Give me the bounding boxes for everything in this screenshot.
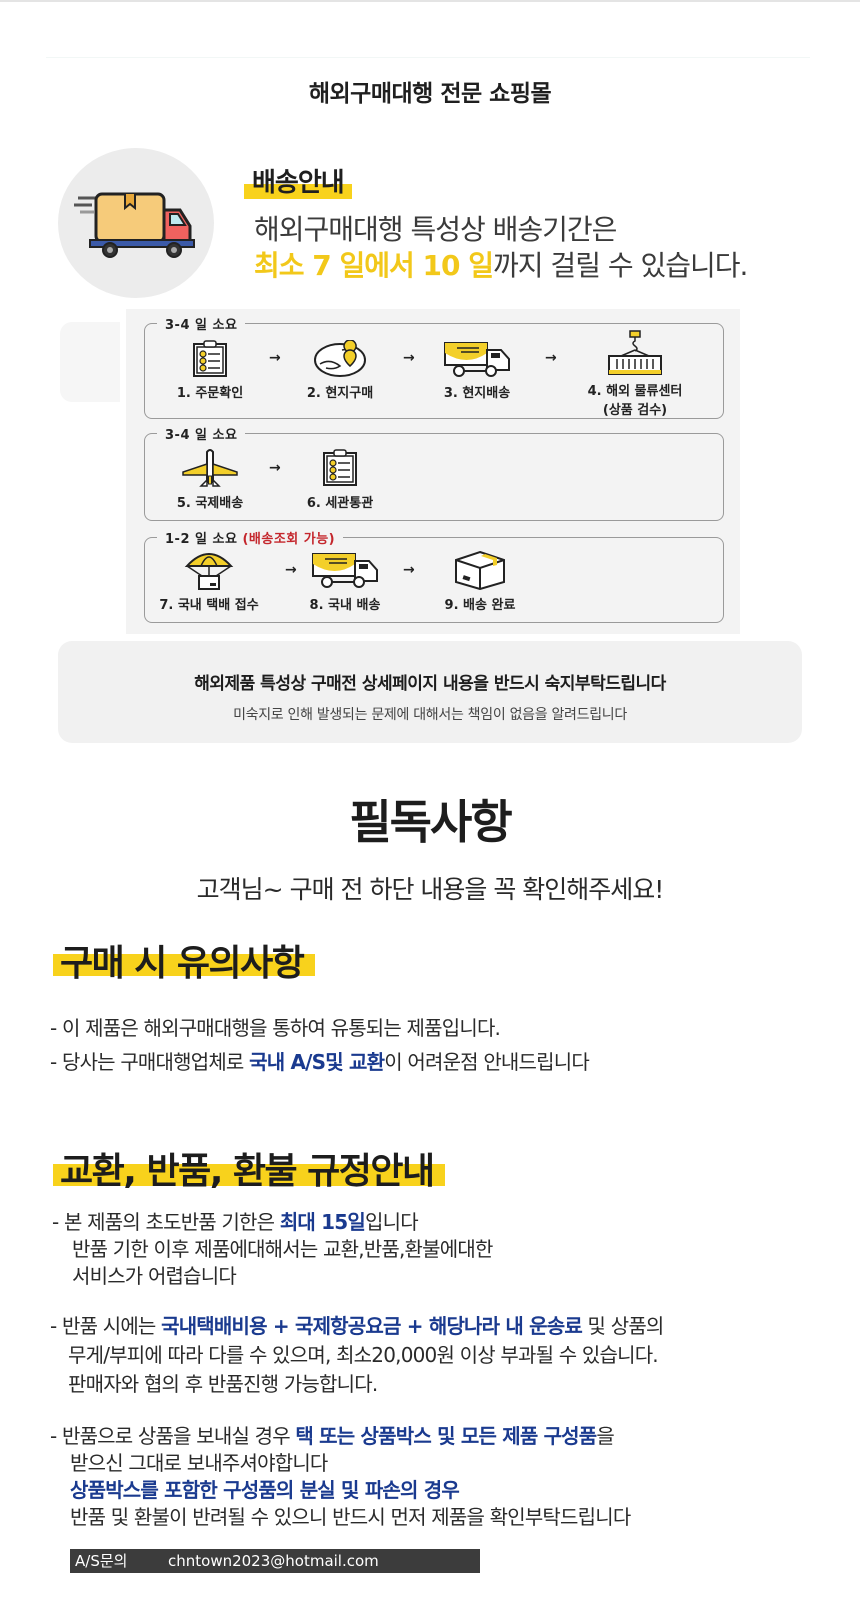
arrow-icon: → (403, 562, 415, 578)
step-domestic-courier-receipt: 7. 국내 택배 접수 (149, 550, 269, 613)
step-delivery-complete: 9. 배송 완료 (425, 550, 535, 613)
step-label: 1. 주문확인 (176, 386, 244, 401)
top-divider (0, 0, 860, 2)
return-policy-p1-line3: 서비스가 어렵습니다 (72, 1264, 237, 1288)
return-policy-p2-line1: - 반품 시에는 국내택배비용 + 국제항공요금 + 해당나라 내 운송료 및 … (50, 1310, 664, 1339)
arrow-icon: → (403, 350, 415, 366)
arrow-icon: → (285, 562, 297, 578)
text: 및 상품의 (582, 1314, 665, 1338)
section-highlight (53, 1164, 445, 1186)
step-domestic-shipping: 8. 국내 배송 (295, 550, 395, 613)
text: 을 (596, 1424, 614, 1448)
return-policy-p2-line2: 무게/부피에 따라 다를 수 있으며, 최소20,000원 이상 부과될 수 있… (68, 1343, 659, 1367)
text: - 본 제품의 초도반품 기한은 (52, 1210, 280, 1234)
delivery-heading: 배송안내 (252, 168, 345, 198)
step-label: 6. 세관통관 (306, 496, 374, 511)
delivery-description-line2: 최소 7 일에서 10 일까지 걸릴 수 있습니다. (254, 244, 748, 284)
truck-icon (444, 342, 510, 377)
step-label: 4. 해외 물류센터 (587, 384, 683, 399)
emphasis-text: 국내 A/S및 교환 (249, 1050, 385, 1074)
package-box-icon (455, 550, 505, 590)
stage-duration-text: 1-2 일 소요 (165, 532, 238, 547)
return-policy-p3-line1: - 반품으로 상품을 보내실 경우 택 또는 상품박스 및 모든 제품 구성품을 (50, 1420, 615, 1449)
purchase-note-1: - 이 제품은 해외구매대행을 통하여 유통되는 제품입니다. (50, 1016, 501, 1040)
globe-location-pin-icon (314, 340, 366, 377)
must-read-subtitle: 고객님~ 구매 전 하단 내용을 꼭 확인해주세요! (196, 875, 665, 904)
clipboard-checklist-icon (323, 449, 357, 486)
step-label: 2. 현지구매 (306, 386, 374, 401)
step-order-confirm: 1. 주문확인 (165, 340, 255, 401)
delivery-period-highlight: 최소 7 일에서 10 일 (254, 249, 494, 282)
step-international-shipping: 5. 국제배송 (165, 448, 255, 511)
text: - 반품 시에는 (50, 1314, 162, 1338)
step-label: 8. 국내 배송 (309, 598, 381, 613)
return-policy-p3-line3: 상품박스를 포함한 구성품의 분실 및 파손의 경우 (70, 1478, 460, 1502)
step-label: 5. 국제배송 (176, 496, 244, 511)
notice-sub-text: 미숙지로 인해 발생되는 문제에 대해서는 책임이 없음을 알려드립니다 (233, 707, 627, 723)
text: 입니다 (365, 1210, 419, 1234)
parachute-package-icon (184, 553, 234, 590)
stage-duration-label: 3-4 일 소요 (157, 314, 246, 333)
step-label: 3. 현지배송 (443, 386, 511, 401)
return-policy-p3-line2: 받으신 그대로 보내주셔야합니다 (70, 1451, 328, 1475)
must-read-title: 필독사항 (349, 795, 512, 849)
purchase-notes-title: 구매 시 유의사항 (60, 943, 305, 984)
delivery-description-line1: 해외구매대행 특성상 배송기간은 (254, 213, 617, 246)
step-customs-clearance: 6. 세관통관 (295, 448, 385, 511)
notice-main-text: 해외제품 특성상 구매전 상세페이지 내용을 반드시 숙지부탁드립니다 (194, 674, 666, 694)
step-overseas-logistics-center: 4. 해외 물류센터 (상품 검수) (565, 330, 705, 418)
emphasis-text: 국내택배비용 + 국제항공요금 + 해당나라 내 운송료 (161, 1314, 583, 1338)
decorative-panel (60, 322, 120, 402)
heading-highlight (244, 184, 352, 199)
step-sublabel: (상품 검수) (602, 403, 668, 418)
arrow-icon: → (269, 350, 281, 366)
clipboard-checklist-icon (193, 340, 227, 377)
step-local-shipping: 3. 현지배송 (427, 340, 527, 401)
stage-duration-label: 3-4 일 소요 (157, 424, 246, 443)
notice-box: 해외제품 특성상 구매전 상세페이지 내용을 반드시 숙지부탁드립니다 미숙지로… (58, 641, 802, 743)
arrow-icon: → (269, 460, 281, 476)
airplane-icon (182, 449, 238, 487)
shop-title: 해외구매대행 전문 쇼핑몰 (308, 81, 552, 107)
process-stage-1: 3-4 일 소요 1. 주문확인 → (144, 314, 724, 419)
return-policy-title: 교환, 반품, 환불 규정안내 (60, 1151, 435, 1192)
text: - 당사는 구매대행업체로 (50, 1050, 250, 1074)
return-policy-p1-line1: - 본 제품의 초도반품 기한은 최대 15일입니다 (52, 1206, 419, 1235)
as-contact-label: A/S문의 (75, 1552, 128, 1570)
text: - 반품으로 상품을 보내실 경우 (50, 1424, 296, 1448)
step-label: 9. 배송 완료 (444, 598, 516, 613)
tracking-available-note: (배송조회 가능) (242, 532, 336, 547)
truck-icon (312, 553, 378, 588)
shipping-process-panel: 3-4 일 소요 1. 주문확인 → (126, 309, 740, 634)
step-label: 7. 국내 택배 접수 (159, 598, 259, 613)
return-policy-p1-line2: 반품 기한 이후 제품에대해서는 교환,반품,환불에대한 (72, 1237, 493, 1261)
return-policy-p3-line4: 반품 및 환불이 반려될 수 있으니 반드시 먼저 제품을 확인부탁드립니다 (70, 1505, 631, 1529)
process-stage-2: 3-4 일 소요 5. 국제배송 → (144, 424, 724, 521)
emphasis-text: 최대 15일 (279, 1210, 366, 1234)
as-contact-bar: A/S문의 chntown2023@hotmail.com (70, 1549, 480, 1573)
as-contact-email[interactable]: chntown2023@hotmail.com (168, 1552, 379, 1570)
header-divider (46, 57, 810, 58)
delivery-truck-icon (74, 192, 195, 258)
emphasis-text: 택 또는 상품박스 및 모든 제품 구성품 (295, 1424, 597, 1448)
text: 이 어려운점 안내드립니다 (384, 1050, 590, 1074)
step-local-purchase: 2. 현지구매 (295, 340, 385, 401)
purchase-note-2: - 당사는 구매대행업체로 국내 A/S및 교환이 어려운점 안내드립니다 (50, 1046, 590, 1075)
return-policy-p2-line3: 판매자와 협의 후 반품진행 가능합니다. (68, 1372, 378, 1396)
section-highlight (53, 954, 315, 976)
crane-container-icon (608, 330, 662, 375)
delivery-period-rest: 까지 걸릴 수 있습니다. (493, 249, 748, 282)
stage-duration-label: 1-2 일 소요 (배송조회 가능) (157, 528, 344, 547)
process-stage-3: 1-2 일 소요 (배송조회 가능) 7. 국내 택배 접수 → (144, 528, 724, 623)
arrow-icon: → (545, 350, 557, 366)
